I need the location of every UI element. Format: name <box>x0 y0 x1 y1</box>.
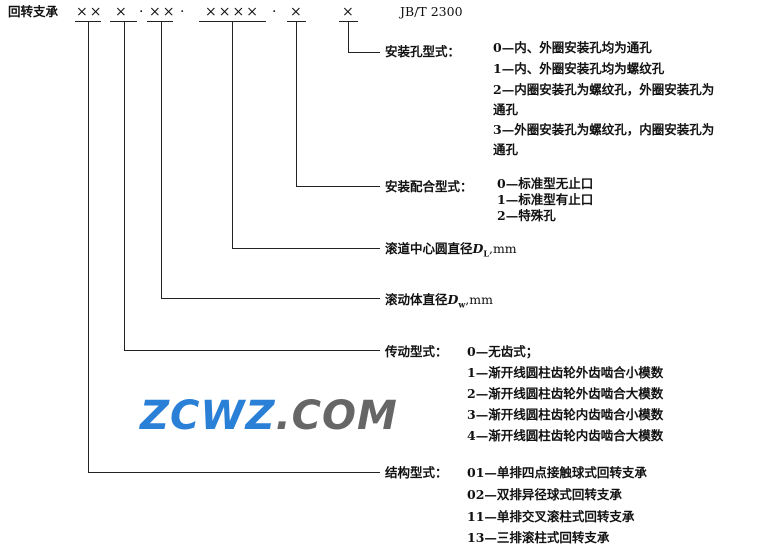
fit-type-option: 1—标准型有止口 <box>497 192 594 207</box>
symbol: D <box>447 292 459 307</box>
transmission-option: 2—渐开线圆柱齿轮外齿啮合大模数 <box>467 386 664 401</box>
transmission-option: 3—渐开线圆柱齿轮内齿啮合小模数 <box>467 407 664 422</box>
hole-type-label: 安装孔型式： <box>385 44 461 59</box>
underline <box>110 21 137 22</box>
hole-type-option: 0—内、外圈安装孔均为通孔 <box>493 40 652 55</box>
watermark-suffix: .COM <box>275 393 398 439</box>
structure-option: 02—双排异径球式回转支承 <box>467 487 622 502</box>
transmission-option: 1—渐开线圆柱齿轮外齿啮合小模数 <box>467 365 664 380</box>
hole-type-option: 1—内、外圈安装孔均为螺纹孔 <box>493 61 665 76</box>
code-dot: · <box>180 4 187 20</box>
structure-option: 13—三排滚柱式回转支承 <box>467 530 610 545</box>
leader-line <box>348 52 380 53</box>
label-text: 滚道中心圆直径 <box>385 241 473 256</box>
leader-line <box>232 21 233 249</box>
watermark-main: ZCWZ <box>140 393 276 439</box>
structure-option: 01—单排四点接触球式回转支承 <box>467 465 647 480</box>
leader-line <box>161 298 380 299</box>
raceway-diameter-label: 滚道中心圆直径DL,mm <box>385 241 517 262</box>
unit: ,mm <box>465 292 493 307</box>
underline <box>147 21 173 22</box>
structure-option: 11—单排交叉滚柱式回转支承 <box>467 509 635 524</box>
label-text: 滚动体直径 <box>385 292 448 307</box>
title: 回转支承 <box>8 4 59 19</box>
leader-line <box>161 21 162 299</box>
leader-line <box>88 21 89 473</box>
leader-line <box>348 21 349 53</box>
watermark-logo: ZCWZ.COM <box>140 392 398 440</box>
subscript: L <box>483 248 489 259</box>
standard-number: JB/T 2300 <box>400 4 463 19</box>
code-structure: ×× <box>76 4 104 20</box>
hole-type-option: 通孔 <box>493 102 519 117</box>
structure-type-label: 结构型式： <box>385 465 448 480</box>
leader-line <box>88 472 380 473</box>
symbol: D <box>472 241 484 256</box>
unit: ,mm <box>488 241 517 256</box>
fit-type-option: 0—标准型无止口 <box>497 176 594 191</box>
code-transmission: × <box>115 4 129 20</box>
leader-line <box>296 21 297 187</box>
leader-line <box>124 21 125 351</box>
code-fit-type: × <box>290 4 304 20</box>
transmission-option: 4—渐开线圆柱齿轮内齿啮合大模数 <box>467 428 664 443</box>
hole-type-option: 通孔 <box>493 142 519 157</box>
code-roller-dia: ×× <box>149 4 177 20</box>
hole-type-option: 3—外圈安装孔为螺纹孔，内圈安装孔为 <box>493 122 715 137</box>
roller-diameter-label: 滚动体直径Dw,mm <box>385 292 493 313</box>
code-hole-type: × <box>342 4 356 20</box>
code-dot: · <box>272 4 279 20</box>
subscript: w <box>458 299 466 310</box>
code-raceway-dia: ×××× <box>205 4 260 20</box>
code-dot: · <box>139 4 146 20</box>
fit-type-label: 安装配合型式： <box>385 179 473 194</box>
fit-type-option: 2—特殊孔 <box>497 208 556 223</box>
transmission-option: 0—无齿式； <box>467 344 539 359</box>
transmission-type-label: 传动型式： <box>385 344 448 359</box>
hole-type-option: 2—内圈安装孔为螺纹孔，外圈安装孔为 <box>493 82 715 97</box>
leader-line <box>296 186 380 187</box>
leader-line <box>232 248 380 249</box>
leader-line <box>124 350 380 351</box>
